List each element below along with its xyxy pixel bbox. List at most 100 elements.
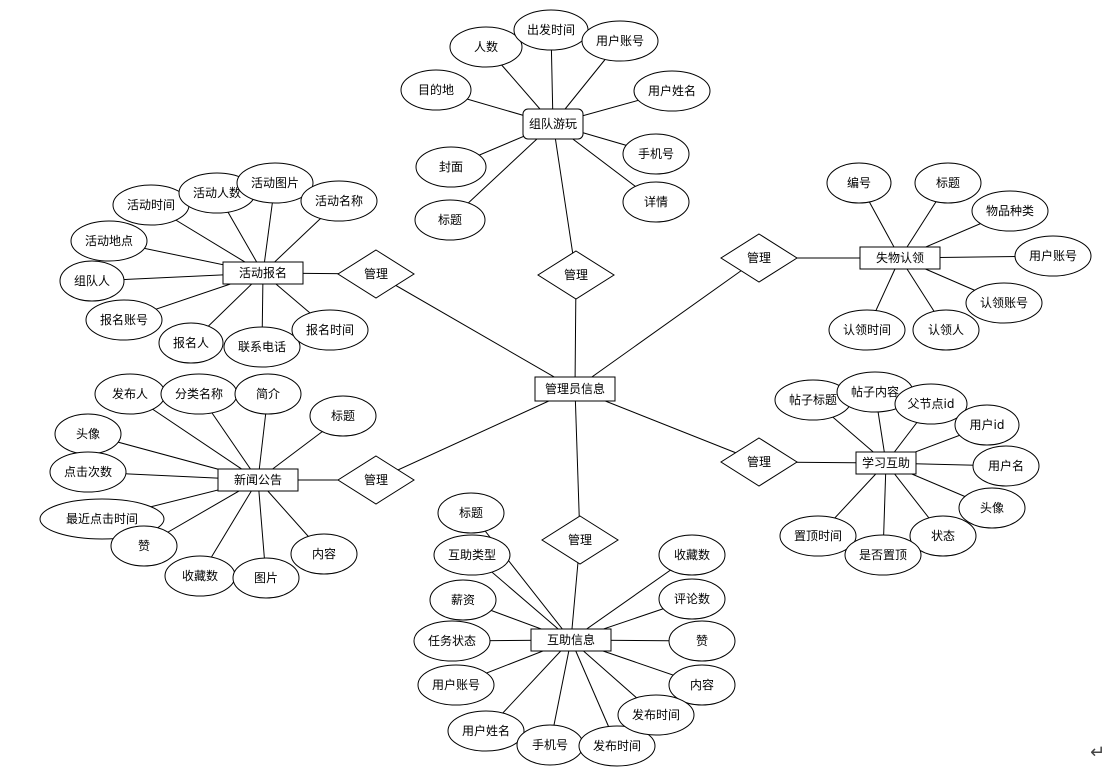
attribute-ellipse [658, 578, 726, 620]
attribute-label: 认领时间 [843, 323, 891, 337]
attribute-label: 活动图片 [251, 176, 299, 190]
attribute-label: 标题 [459, 506, 483, 520]
connector-line [375, 273, 576, 390]
relationship-manage-1: 管理 [337, 249, 415, 299]
entity-label: 活动报名 [239, 265, 287, 280]
entity-label: 新闻公告 [234, 472, 282, 487]
entity-box [222, 261, 304, 285]
attribute-label: 活动人数 [193, 185, 241, 200]
relationship-label: 管理 [364, 266, 388, 281]
attribute-label: 标题 [331, 409, 355, 423]
attribute-ellipse [449, 26, 523, 68]
attribute-zudui-6: 手机号 [622, 133, 690, 175]
attribute-huodong-9: 报名时间 [291, 309, 369, 351]
attribute-label: 内容 [312, 546, 336, 561]
attribute-label: 用户姓名 [462, 723, 510, 738]
attribute-ellipse [158, 322, 224, 364]
attribute-ellipse [437, 492, 505, 534]
attribute-shiwu-0: 编号 [826, 162, 892, 204]
attribute-xinwen-5: 点击次数 [49, 451, 127, 493]
attribute-ellipse [965, 282, 1043, 324]
entity-label: 失物认领 [876, 250, 924, 265]
attribute-label: 认领人 [928, 323, 964, 337]
attribute-ellipse [578, 725, 656, 767]
relationship-label: 管理 [364, 472, 388, 487]
attribute-xuexi-2: 父节点id [894, 383, 968, 425]
attribute-ellipse [622, 133, 690, 175]
relationship-diamond [537, 250, 615, 300]
attribute-shiwu-3: 用户账号 [1014, 235, 1092, 277]
entity-box [530, 628, 612, 652]
attribute-label: 用户账号 [596, 33, 644, 48]
attribute-xinwen-8: 收藏数 [164, 555, 236, 597]
attribute-huodong-7: 报名人 [158, 322, 224, 364]
attribute-shiwu-6: 认领人 [912, 309, 980, 351]
attribute-ellipse [971, 190, 1049, 232]
attribute-shiwu-2: 物品种类 [971, 190, 1049, 232]
attribute-huzhu-12: 发布时间 [617, 694, 695, 736]
attribute-label: 物品种类 [986, 204, 1034, 218]
attribute-label: 认领账号 [980, 296, 1028, 310]
entity-box [859, 246, 941, 270]
paragraph-return-mark: ↵ [1090, 742, 1106, 763]
attribute-label: 评论数 [674, 591, 710, 606]
attribute-zudui-4: 用户姓名 [633, 70, 711, 112]
attribute-label: 详情 [644, 194, 668, 209]
attribute-xuexi-3: 用户id [954, 404, 1020, 446]
entity-shiwu: 失物认领 [859, 246, 941, 270]
attribute-label: 报名时间 [306, 322, 354, 337]
attribute-label: 头像 [76, 427, 100, 441]
connector-line [574, 257, 760, 390]
attribute-ellipse [622, 181, 690, 223]
relationship-manage-0: 管理 [537, 250, 615, 300]
attribute-label: 标题 [438, 213, 462, 227]
attribute-xinwen-7: 赞 [110, 525, 178, 567]
attribute-huzhu-4: 用户账号 [417, 664, 495, 706]
attribute-ellipse [429, 579, 497, 621]
attribute-label: 手机号 [532, 738, 568, 752]
attribute-shiwu-5: 认领时间 [828, 309, 906, 351]
attribute-ellipse [415, 146, 487, 188]
attribute-ellipse [958, 487, 1026, 529]
attribute-ellipse [909, 515, 977, 557]
attribute-ellipse [290, 533, 358, 575]
attribute-label: 报名账号 [100, 312, 148, 327]
entity-label: 学习互助 [862, 455, 910, 470]
attribute-huzhu-9: 评论数 [658, 578, 726, 620]
attribute-ellipse [844, 534, 922, 576]
attribute-huodong-5: 组队人 [59, 260, 125, 302]
attribute-ellipse [291, 309, 369, 351]
attribute-ellipse [414, 199, 486, 241]
attribute-label: 手机号 [638, 147, 674, 161]
attribute-xuexi-8: 是否置顶 [844, 534, 922, 576]
attribute-ellipse [59, 260, 125, 302]
attribute-huodong-4: 活动地点 [70, 220, 148, 262]
entity-huodong: 活动报名 [222, 261, 304, 285]
attribute-label: 出发时间 [527, 22, 575, 37]
attribute-label: 赞 [138, 539, 150, 553]
attribute-xinwen-2: 简介 [234, 373, 302, 415]
attribute-ellipse [300, 180, 378, 222]
attribute-label: 收藏数 [674, 547, 710, 562]
attribute-huodong-2: 活动图片 [236, 162, 314, 204]
attribute-ellipse [668, 664, 736, 706]
attribute-ellipse [234, 373, 302, 415]
attribute-xinwen-0: 发布人 [94, 373, 166, 415]
attribute-label: 最近点击时间 [66, 512, 138, 526]
attribute-label: 编号 [847, 175, 871, 190]
attribute-xinwen-4: 头像 [54, 413, 122, 455]
attribute-label: 活动名称 [315, 193, 363, 208]
relationship-label: 管理 [568, 532, 592, 547]
attribute-shiwu-1: 标题 [914, 162, 982, 204]
attribute-huodong-1: 活动人数 [178, 172, 256, 214]
connector-line [375, 388, 576, 481]
diagram-nodes: 管理员信息管理管理管理管理管理管理组队游玩人数出发时间用户账号目的地用户姓名封面… [39, 9, 1092, 767]
attribute-label: 是否置顶 [859, 548, 907, 562]
attribute-label: 发布人 [112, 386, 148, 401]
attribute-label: 发布时间 [593, 738, 641, 753]
attribute-xuexi-7: 状态 [909, 515, 977, 557]
relationship-manage-5: 管理 [541, 515, 619, 565]
attribute-label: 用户名 [988, 458, 1024, 473]
attribute-label: 活动地点 [85, 234, 133, 248]
